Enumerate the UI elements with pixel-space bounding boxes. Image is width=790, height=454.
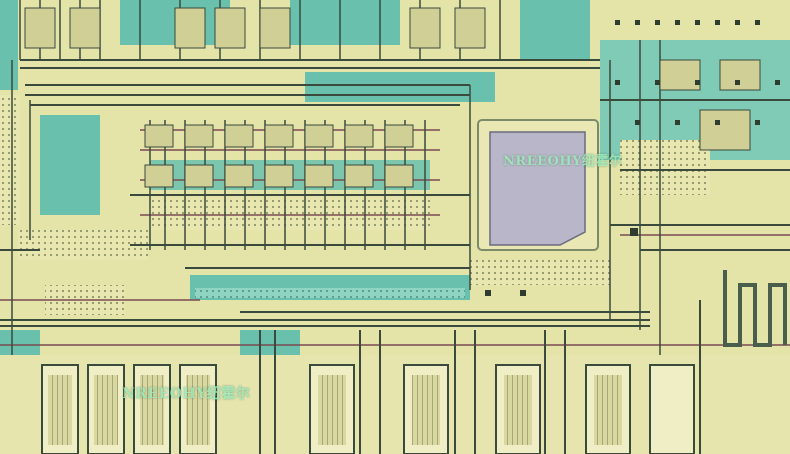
logic-cells [24,7,761,188]
output-fingers [0,300,790,454]
bond-pad [477,119,599,251]
serpentine-resistor [723,270,787,347]
bus-traces [0,59,790,327]
via-grid [485,20,780,296]
watermark-text: NREEOHY纽霍尔 [122,386,251,402]
watermark-text: NREEOHY纽霍尔 [503,154,623,169]
